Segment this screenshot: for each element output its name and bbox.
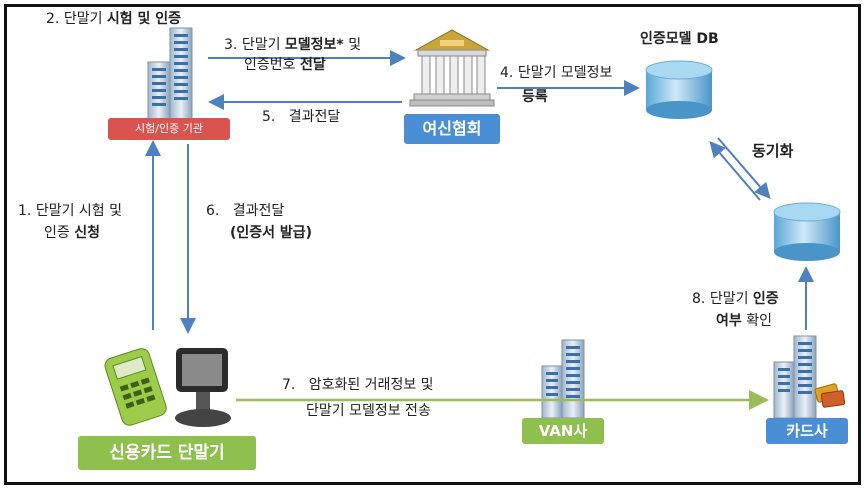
step8-line1: 8. 단말기 인증	[692, 290, 779, 308]
step6-line2: (인증서 발급)	[230, 225, 313, 241]
terminal-label: 신용카드 단말기	[78, 436, 256, 470]
step1-line1: 1. 단말기 시험 및	[18, 202, 122, 220]
step3-line2: 인증번호 전달	[244, 56, 326, 74]
db-cylinder-top-icon	[645, 60, 713, 119]
van-label: VAN사	[522, 418, 604, 444]
step8-part-a: 단말기	[709, 291, 749, 307]
step3-num: 3.	[224, 37, 238, 53]
db-cylinder-card-icon	[773, 202, 841, 261]
step3-part-e: 전달	[299, 57, 326, 73]
step1-line2: 인증 신청	[44, 224, 100, 242]
card-company-label: 카드사	[766, 418, 848, 444]
step2-part-b: 시험 및 인증	[106, 11, 182, 27]
sync-text: 동기화	[752, 142, 794, 160]
step1-part-b: 인증	[44, 225, 70, 241]
card-company-building-icon	[773, 335, 846, 419]
step3-part-a: 단말기	[241, 37, 281, 53]
test-org-building-icon	[147, 27, 193, 121]
step7-line2: 단말기 모델정보 전송	[306, 403, 431, 419]
van-building-icon	[541, 339, 585, 419]
step6-line1: 6. 결과전달	[206, 203, 285, 219]
db-title: 인증모델 DB	[640, 31, 719, 47]
arrow-sync-down	[717, 137, 771, 200]
step3-line1: 3. 단말기 모델정보* 및	[224, 36, 361, 54]
step7-line1: 7. 암호화된 거래정보 및	[282, 377, 434, 393]
step4-part-a: 단말기 모델정보	[517, 65, 613, 81]
step1-num: 1.	[18, 203, 32, 219]
step8-num: 8.	[692, 291, 706, 307]
step8-part-c: 여부	[716, 313, 742, 329]
cardnet-label: 여신협회	[404, 114, 500, 144]
step3-part-c: 및	[348, 37, 362, 53]
step8-part-d: 확인	[746, 313, 772, 329]
step8-part-b: 인증	[752, 291, 779, 307]
arrow-sync-up	[709, 140, 761, 201]
bank-building-icon	[409, 29, 495, 107]
step8-line2: 여부 확인	[716, 312, 772, 330]
step1-part-a: 단말기 시험 및	[35, 203, 122, 219]
test-org-label: 시험/인증 기관	[108, 118, 230, 140]
step2-part-a: 단말기	[63, 11, 103, 27]
step3-part-d: 인증번호	[244, 57, 296, 73]
step5-text: 5. 결과전달	[262, 109, 341, 125]
step4-line1: 4. 단말기 모델정보	[500, 64, 612, 82]
step4-num: 4.	[500, 65, 514, 81]
card-terminal-icon	[104, 348, 231, 427]
step4-line2: 등록	[522, 89, 548, 105]
step3-part-b: 모델정보*	[284, 37, 344, 53]
step2-text: 2. 단말기 시험 및 인증	[46, 10, 181, 28]
step1-part-c: 신청	[74, 225, 100, 241]
step2-num: 2.	[46, 11, 60, 27]
